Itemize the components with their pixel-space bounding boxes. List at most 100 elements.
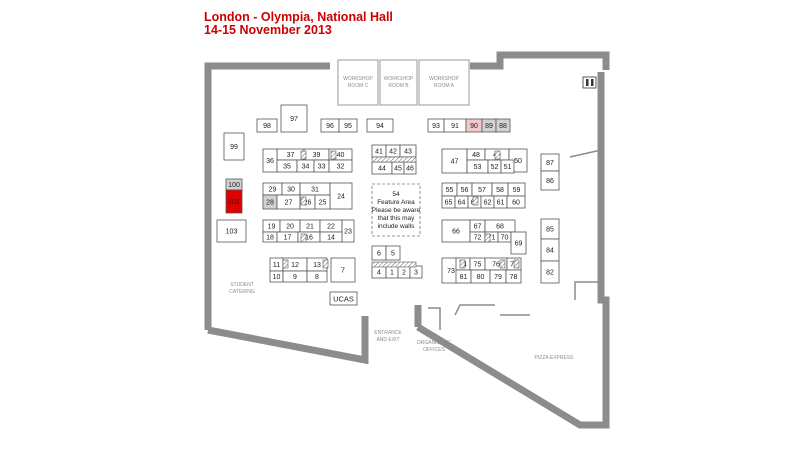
booth-96[interactable]: 96 [320, 118, 340, 133]
booth-81-number: 81 [460, 274, 468, 281]
booth-87[interactable]: 87 [540, 153, 560, 172]
booth-45[interactable]: 45 [391, 161, 405, 175]
booth-17[interactable]: 17 [276, 231, 299, 243]
booth-5[interactable]: 5 [385, 245, 401, 261]
booth-36[interactable]: 36 [262, 148, 278, 173]
booth-46[interactable]: 46 [403, 161, 417, 175]
booth-82-box [540, 260, 560, 284]
booth-79[interactable]: 79 [489, 269, 507, 284]
booth-80[interactable]: 80 [470, 269, 491, 284]
booth-32[interactable]: 32 [328, 159, 353, 173]
booth-42[interactable]: 42 [385, 144, 401, 158]
ucas-stand[interactable]: UCAS [329, 291, 358, 306]
booth-31[interactable]: 31 [299, 182, 331, 196]
booth-18[interactable]: 18 [262, 231, 278, 243]
booth-34-number: 34 [302, 164, 310, 171]
booth-70[interactable]: 70 [497, 231, 512, 243]
booth-30[interactable]: 30 [281, 182, 301, 196]
booth-84[interactable]: 84 [540, 238, 560, 262]
booth-66[interactable]: 66 [441, 219, 471, 243]
booth-23[interactable]: 23 [341, 219, 355, 243]
booth-93[interactable]: 93 [427, 118, 445, 133]
booth-89[interactable]: 89 [481, 118, 497, 133]
booth-85[interactable]: 85 [540, 218, 560, 240]
booth-27[interactable]: 27 [276, 194, 301, 210]
booth-35[interactable]: 35 [276, 159, 298, 173]
booth-7[interactable]: 7 [330, 257, 356, 283]
booth-75[interactable]: 75 [469, 257, 486, 271]
booth-98[interactable]: 98 [256, 118, 278, 133]
booth-6[interactable]: 6 [371, 245, 387, 261]
booth-19[interactable]: 19 [262, 219, 281, 233]
booth-56[interactable]: 56 [456, 182, 473, 197]
booth-73[interactable]: 73 [441, 257, 461, 284]
booth-51[interactable]: 51 [500, 159, 515, 174]
booth-39[interactable]: 39 [303, 148, 330, 161]
booth-41[interactable]: 41 [371, 144, 387, 158]
booth-90[interactable]: 90 [465, 118, 483, 133]
booth-101[interactable]: 101 [225, 189, 243, 214]
workshop-room-b[interactable]: WORKSHOP ROOM B [379, 59, 418, 106]
booth-29[interactable]: 29 [262, 182, 283, 196]
booth-88[interactable]: 88 [495, 118, 511, 133]
booth-94[interactable]: 94 [366, 118, 394, 133]
booth-44[interactable]: 44 [371, 161, 393, 175]
booth-68[interactable]: 68 [484, 219, 516, 233]
booth-33[interactable]: 33 [313, 159, 330, 173]
booth-28[interactable]: 28 [262, 194, 278, 210]
booth-78[interactable]: 78 [505, 269, 522, 284]
booth-1[interactable]: 1 [385, 265, 399, 279]
booth-11[interactable]: 11 [269, 257, 284, 272]
booth-2[interactable]: 2 [397, 265, 411, 279]
booth-22[interactable]: 22 [319, 219, 343, 233]
booth-103[interactable]: 103 [216, 219, 247, 243]
booth-62[interactable]: 62 [480, 195, 495, 209]
booth-100[interactable]: 100 [225, 178, 243, 191]
booth-58[interactable]: 58 [491, 182, 509, 197]
event-dates: 14-15 November 2013 [204, 23, 332, 37]
workshop-room-a[interactable]: WORKSHOP ROOM A [418, 59, 470, 106]
booth-61[interactable]: 61 [493, 195, 508, 209]
booth-82[interactable]: 82 [540, 260, 560, 284]
booth-72[interactable]: 72 [469, 231, 486, 243]
booth-47-box [441, 148, 468, 174]
booth-20[interactable]: 20 [279, 219, 301, 233]
booth-57[interactable]: 57 [471, 182, 493, 197]
booth-48[interactable]: 48 [466, 148, 486, 161]
booth-99[interactable]: 99 [223, 132, 245, 161]
booth-32-number: 32 [337, 164, 345, 171]
booth-55[interactable]: 55 [441, 182, 458, 197]
booth-97[interactable]: 97 [280, 104, 308, 133]
booth-24[interactable]: 24 [329, 182, 353, 210]
booth-75-number: 75 [474, 262, 482, 269]
booth-52[interactable]: 52 [487, 159, 502, 174]
booth-61-number: 61 [497, 200, 505, 207]
feature-area[interactable]: 54 Feature Area Please be aware that thi… [371, 183, 421, 237]
booth-3[interactable]: 3 [409, 265, 423, 279]
booth-67[interactable]: 67 [469, 219, 486, 233]
booth-64[interactable]: 64 [454, 195, 469, 209]
booth-4[interactable]: 4 [371, 265, 387, 279]
booth-59[interactable]: 59 [507, 182, 526, 197]
booth-37[interactable]: 37 [276, 148, 305, 161]
booth-7-box [330, 257, 356, 283]
booth-69[interactable]: 69 [510, 231, 527, 255]
booth-95[interactable]: 95 [338, 118, 358, 133]
booth-47[interactable]: 47 [441, 148, 468, 174]
booth-8[interactable]: 8 [306, 270, 328, 283]
booth-65[interactable]: 65 [441, 195, 456, 209]
booth-18-number: 18 [266, 235, 274, 242]
booth-25[interactable]: 25 [314, 194, 331, 210]
workshop-room-c[interactable]: WORKSHOP ROOM C [337, 59, 379, 106]
booth-14[interactable]: 14 [319, 231, 343, 243]
booth-91[interactable]: 91 [443, 118, 467, 133]
booth-43[interactable]: 43 [399, 144, 417, 158]
booth-86[interactable]: 86 [540, 170, 560, 191]
booth-53[interactable]: 53 [466, 159, 489, 174]
booth-21[interactable]: 21 [299, 219, 321, 233]
booth-34[interactable]: 34 [296, 159, 315, 173]
booth-81[interactable]: 81 [455, 269, 472, 284]
booth-60[interactable]: 60 [506, 195, 526, 209]
booth-9[interactable]: 9 [282, 270, 308, 283]
booth-10[interactable]: 10 [269, 270, 284, 283]
